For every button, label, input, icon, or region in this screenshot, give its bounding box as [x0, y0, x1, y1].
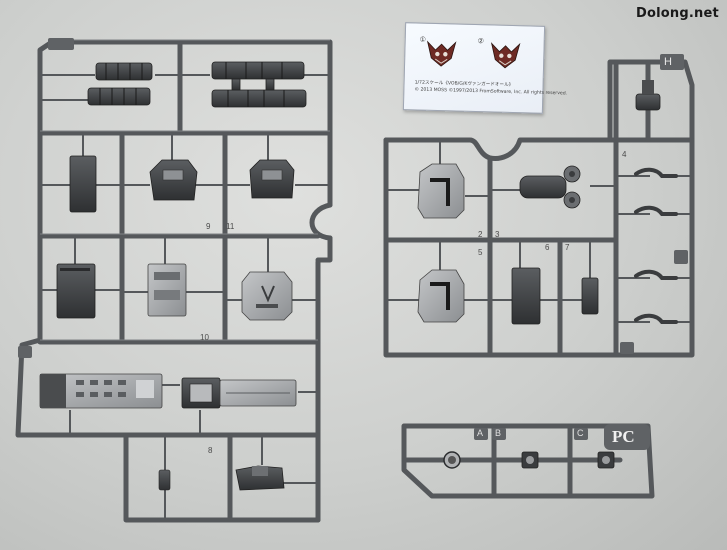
left-runner-tabs [18, 38, 74, 358]
pc-parts [443, 451, 615, 469]
decal-sheet: ① ② 1/72スケール《VOB/G/Kヴァンガードオール》 © 2013 MO… [402, 22, 567, 114]
part-long-plate [69, 155, 97, 213]
part-hip-block-2 [249, 159, 295, 199]
decal-emblem-1 [426, 40, 457, 67]
pc-label-c: C [577, 428, 584, 438]
decal-emblem-2 [490, 42, 521, 69]
left-runner-highlight [40, 39, 330, 341]
part-number-5: 5 [478, 248, 483, 257]
part-joint-small [235, 465, 285, 491]
part-number-11: 11 [226, 222, 235, 231]
part-frame-light [147, 263, 187, 317]
left-runner-gates [40, 74, 330, 520]
pc-label-a: A [477, 428, 484, 438]
part-number-7: 7 [565, 243, 570, 252]
decal-emblems [426, 40, 521, 69]
part-number-8: 8 [208, 446, 213, 455]
right-runner-tabs [620, 54, 688, 354]
right-runner-gates [386, 95, 692, 323]
left-runner-frame [15, 39, 333, 523]
part-l-block-2 [417, 269, 465, 323]
part-small-knob [158, 469, 171, 491]
part-number-9: 9 [206, 222, 211, 231]
right-hooks [634, 167, 678, 324]
part-treads-left [87, 62, 153, 106]
part-number-4: 4 [622, 150, 627, 159]
part-cylinder-arm [519, 165, 581, 209]
part-number-10: 10 [200, 333, 209, 342]
part-number-6: 6 [545, 243, 550, 252]
part-rail-small-2 [581, 277, 599, 315]
runner-letter-h: H [664, 56, 672, 68]
part-l-block-1 [417, 163, 465, 219]
watermark: Dolong.net [636, 6, 719, 21]
part-treads-right [211, 61, 307, 108]
part-long-bar-left [39, 373, 163, 409]
part-number-2: 2 [478, 230, 483, 239]
part-rail-small-1 [511, 267, 541, 325]
pc-runner-tabs [474, 424, 650, 450]
runner-letter-pc: PC [612, 427, 635, 446]
part-hip-block-1 [149, 159, 198, 201]
pc-label-b: B [495, 428, 502, 438]
part-armor-octagon [241, 271, 293, 321]
part-number-3: 3 [495, 230, 500, 239]
part-plate-dark-square [56, 263, 96, 319]
part-h-knob [635, 80, 661, 111]
part-long-bar-right [181, 377, 297, 409]
